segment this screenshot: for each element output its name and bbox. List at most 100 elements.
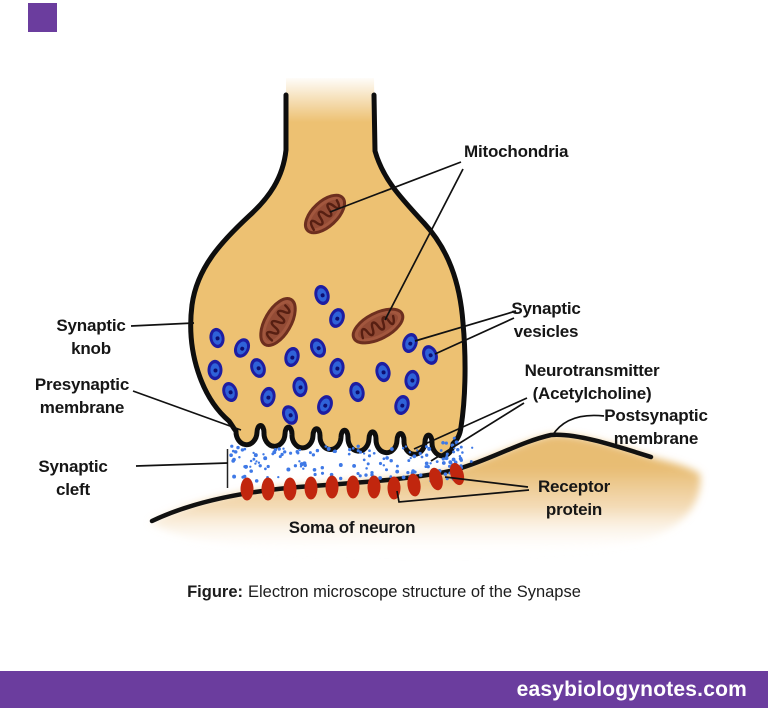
synaptic-vesicle (422, 345, 438, 365)
leader-presynaptic-membrane (132, 390, 242, 431)
stipple-dot (426, 465, 430, 469)
label-synaptic-knob: Synaptic knob (56, 314, 125, 360)
label-synaptic-vesicles: Synaptic vesicles (511, 297, 580, 343)
label-line: knob (71, 339, 111, 358)
stipple-dot (408, 451, 412, 454)
stipple-dot (368, 449, 371, 453)
label-line: Postsynaptic (604, 406, 708, 425)
leader-neurotransmitter-1 (413, 397, 528, 450)
label-line: Synaptic (511, 299, 581, 318)
leader-neurotransmitter-2 (430, 402, 525, 462)
stipple-dot (389, 458, 393, 463)
stipple-dot (277, 475, 280, 479)
stipple-dot (443, 472, 448, 476)
stipple-dot (311, 453, 316, 457)
stipple-dot (424, 445, 428, 449)
receptor-protein-oval (325, 475, 339, 499)
receptor-protein-oval (261, 477, 275, 501)
stipple-dot (312, 467, 317, 472)
mitochondrion (259, 297, 297, 347)
leader-synaptic-knob (130, 322, 195, 327)
stipple-dot (469, 460, 473, 463)
receptor-protein-oval (346, 475, 360, 499)
stipple-dot (401, 446, 405, 450)
synaptic-vesicle (309, 338, 327, 358)
stipple-dot (302, 467, 305, 470)
label-line: membrane (613, 429, 699, 448)
leader-lines (130, 161, 605, 503)
stipple-dot (441, 457, 445, 461)
synaptic-vesicle (222, 382, 238, 402)
stipple-dot (231, 459, 236, 463)
leader-synaptic-cleft (135, 462, 229, 467)
stipple-dot (411, 469, 415, 473)
stipple-dot (282, 447, 285, 450)
stipple-dot (420, 455, 424, 459)
label-synaptic-cleft: Synaptic cleft (38, 455, 107, 501)
stipple-dot (382, 457, 386, 461)
stipple-dot (289, 451, 293, 455)
stipple-dot (249, 469, 253, 473)
stipple-dot (278, 455, 282, 459)
label-line: vesicles (513, 322, 579, 341)
synaptic-vesicle (250, 358, 266, 378)
label-postsynaptic-membrane: Postsynaptic membrane (604, 404, 708, 450)
stipple-dot (407, 459, 411, 463)
brand-corner-square (28, 3, 57, 32)
stipple-dot (358, 450, 363, 454)
stipple-dot (229, 453, 233, 458)
stipple-dot (238, 455, 241, 459)
stipple-dot (427, 446, 432, 451)
stipple-dot (454, 440, 459, 445)
stipple-dot (365, 467, 368, 470)
stipple-dot (356, 471, 360, 476)
stipple-dot (252, 457, 256, 461)
synaptic-vesicle (209, 327, 225, 349)
synaptic-vesicle (394, 394, 410, 416)
synaptic-vesicle (329, 357, 345, 379)
synaptic-vesicle (404, 369, 420, 391)
synaptic-vesicle (260, 386, 276, 408)
label-line: protein (545, 500, 603, 519)
label-line: cleft (56, 480, 90, 499)
stipple-dot (351, 447, 355, 450)
stipple-dot (272, 450, 277, 455)
label-line: membrane (39, 398, 125, 417)
label-soma-of-neuron: Soma of neuron (288, 518, 416, 537)
stipple-dot (362, 458, 366, 462)
stipple-dot (249, 465, 252, 468)
synaptic-vesicle (317, 395, 333, 415)
stipple-dot (266, 464, 270, 469)
mitochondrion (351, 307, 405, 345)
stipple-dot (262, 453, 265, 456)
footer-bar: easybiologynotes.com (0, 671, 768, 708)
stipple-dot (364, 473, 368, 477)
stipple-dot (298, 448, 301, 452)
stipple-dot (445, 454, 449, 457)
stipple-dot (452, 450, 456, 454)
stipple-dot (308, 451, 312, 455)
stipple-dot (385, 456, 389, 460)
stipple-dot (237, 446, 240, 449)
stipple-dot (338, 463, 343, 467)
stipple-dot (254, 462, 257, 465)
soma-fill (150, 434, 701, 555)
label-line: Presynaptic (34, 375, 130, 394)
stipple-dot (280, 452, 284, 457)
stipple-dot (339, 476, 343, 481)
stipple-dot (320, 471, 325, 475)
stipple-dot (326, 446, 331, 451)
stipple-dot (277, 447, 281, 451)
receptor-protein-oval (367, 475, 381, 499)
stipple-dot (244, 464, 248, 469)
stipple-dot (418, 473, 423, 477)
stipple-dot (264, 467, 267, 471)
stipple-dot (253, 453, 258, 458)
stipple-dot (298, 460, 301, 463)
synaptic-vesicle (375, 361, 391, 383)
stipple-dot (441, 461, 446, 465)
stipple-dot (303, 463, 307, 468)
stipple-dot (424, 465, 428, 469)
stipple-dot (378, 461, 383, 466)
